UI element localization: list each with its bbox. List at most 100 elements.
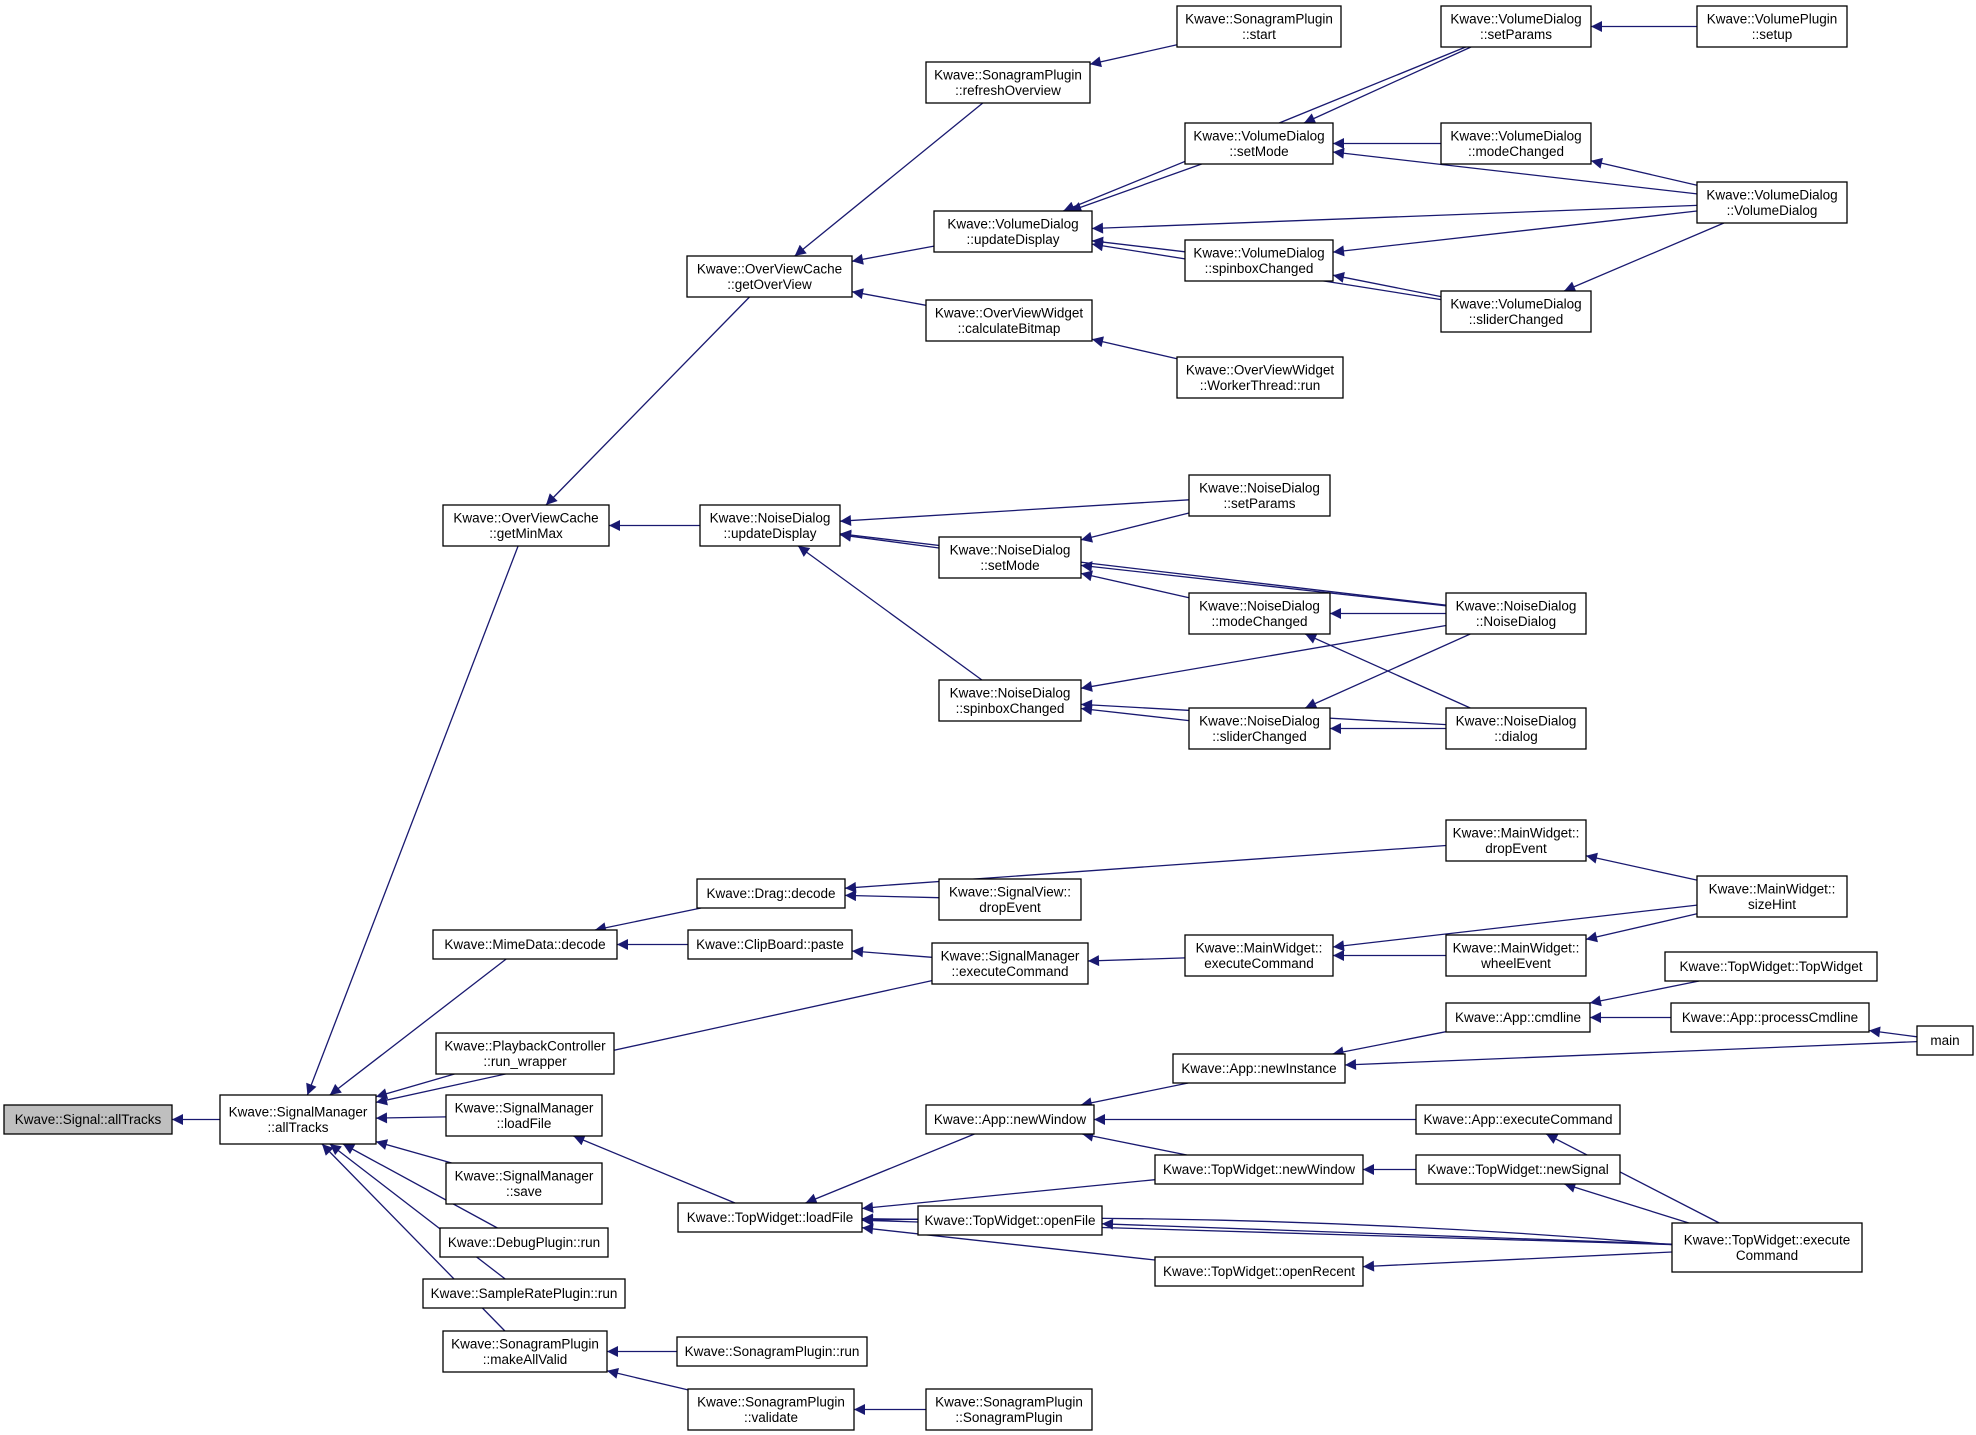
node-box <box>1154 1256 1364 1287</box>
node-label: ::spinboxChanged <box>956 701 1065 716</box>
node-vdCtor[interactable]: Kwave::VolumeDialog::VolumeDialog <box>1696 181 1848 224</box>
node-smExec[interactable]: Kwave::SignalManager::executeCommand <box>931 942 1089 985</box>
node-vpSetup[interactable]: Kwave::VolumePlugin::setup <box>1696 5 1848 48</box>
node-vdUpdate[interactable]: Kwave::VolumeDialog::updateDisplay <box>933 210 1093 253</box>
edge-ndSlider-to-ndSpinbox <box>1080 704 1190 722</box>
node-box <box>435 1032 615 1075</box>
node-spValidate[interactable]: Kwave::SonagramPlugin::validate <box>687 1388 855 1431</box>
node-vdSetMode[interactable]: Kwave::VolumeDialog::setMode <box>1184 122 1334 165</box>
node-spCtor[interactable]: Kwave::SonagramPlugin::SonagramPlugin <box>925 1388 1093 1431</box>
node-appNewInstance[interactable]: Kwave::App::newInstance <box>1172 1053 1346 1084</box>
edge-appCmdline-to-appNewInstance <box>1332 1031 1447 1058</box>
node-box <box>687 929 853 960</box>
node-label: Kwave::SignalManager <box>941 948 1080 963</box>
node-twExec[interactable]: Kwave::TopWidget::executeCommand <box>1671 1222 1863 1273</box>
node-makeAllValid[interactable]: Kwave::SonagramPlugin::makeAllValid <box>442 1330 608 1373</box>
edge-main-to-appProcCmd <box>1868 1026 1918 1038</box>
node-ndSetParams[interactable]: Kwave::NoiseDialog::setParams <box>1188 474 1331 517</box>
node-twOpenRecent[interactable]: Kwave::TopWidget::openRecent <box>1154 1256 1364 1287</box>
node-twNewWindow[interactable]: Kwave::TopWidget::newWindow <box>1154 1154 1364 1185</box>
node-allTracks[interactable]: Kwave::Signal::allTracks <box>3 1104 173 1135</box>
node-mwWheel[interactable]: Kwave::MainWidget::wheelEvent <box>1445 934 1587 977</box>
edge-mwDrop-to-dragDecode <box>844 844 1447 893</box>
node-mwExec[interactable]: Kwave::MainWidget::executeCommand <box>1184 934 1334 977</box>
node-box <box>677 1202 863 1233</box>
node-runWrapper[interactable]: Kwave::PlaybackController::run_wrapper <box>435 1032 615 1075</box>
edge-owWorker-to-owCalc <box>1091 336 1178 360</box>
node-appProcCmd[interactable]: Kwave::App::processCmdline <box>1670 1002 1870 1033</box>
node-getOverView[interactable]: Kwave::OverViewCache::getOverView <box>686 255 853 298</box>
node-main[interactable]: main <box>1916 1025 1974 1056</box>
node-box <box>696 878 846 909</box>
node-label: Kwave::OverViewWidget <box>935 305 1084 320</box>
edge-vdCtor-to-vdSlider <box>1563 222 1725 292</box>
node-label: ::NoiseDialog <box>1476 614 1556 629</box>
edge-mwSizeHint-to-mwDrop <box>1585 852 1698 881</box>
edge-getOverView-to-getMinMax <box>545 296 750 506</box>
node-debugRun[interactable]: Kwave::DebugPlugin::run <box>439 1227 609 1258</box>
edge-vdSetMode-to-vdUpdate <box>1070 163 1202 213</box>
node-owWorker[interactable]: Kwave::OverViewWidget::WorkerThread::run <box>1176 356 1344 399</box>
node-mwDrop[interactable]: Kwave::MainWidget::dropEvent <box>1445 819 1587 862</box>
node-vdModeChanged[interactable]: Kwave::VolumeDialog::modeChanged <box>1440 122 1592 165</box>
node-dragDecode[interactable]: Kwave::Drag::decode <box>696 878 846 909</box>
node-box <box>1445 1002 1591 1033</box>
node-twOpenFile[interactable]: Kwave::TopWidget::openFile <box>917 1205 1103 1236</box>
node-twLoadFile[interactable]: Kwave::TopWidget::loadFile <box>677 1202 863 1233</box>
node-mwSizeHint[interactable]: Kwave::MainWidget::sizeHint <box>1696 875 1848 918</box>
node-vdSetParams[interactable]: Kwave::VolumeDialog::setParams <box>1440 5 1592 48</box>
node-smLoadFile[interactable]: Kwave::SignalManager::loadFile <box>445 1094 603 1137</box>
node-box <box>439 1227 609 1258</box>
node-label: sizeHint <box>1748 897 1796 912</box>
node-twTopWidget[interactable]: Kwave::TopWidget::TopWidget <box>1664 951 1878 982</box>
node-box <box>917 1205 1103 1236</box>
node-smSave[interactable]: Kwave::SignalManager::save <box>445 1162 603 1205</box>
node-label: ::updateDisplay <box>723 526 816 541</box>
node-ndDialog[interactable]: Kwave::NoiseDialog::dialog <box>1445 707 1587 750</box>
node-box <box>933 210 1093 253</box>
node-vdSpinbox[interactable]: Kwave::VolumeDialog::spinboxChanged <box>1184 239 1334 282</box>
node-box <box>1415 1154 1621 1185</box>
edge-appNewWindow-to-twLoadFile <box>805 1133 975 1204</box>
edge-smSave-to-smAllTracks <box>375 1139 452 1164</box>
node-label: ::refreshOverview <box>955 83 1061 98</box>
node-label: executeCommand <box>1204 956 1314 971</box>
node-box <box>1188 592 1331 635</box>
node-appCmdline[interactable]: Kwave::App::cmdline <box>1445 1002 1591 1033</box>
node-spRun[interactable]: Kwave::SonagramPlugin::run <box>676 1336 868 1367</box>
node-ndSpinbox[interactable]: Kwave::NoiseDialog::spinboxChanged <box>938 679 1082 722</box>
node-twNewSignal[interactable]: Kwave::TopWidget::newSignal <box>1415 1154 1621 1185</box>
node-appNewWindow[interactable]: Kwave::App::newWindow <box>925 1104 1095 1135</box>
node-appExec[interactable]: Kwave::App::executeCommand <box>1415 1104 1621 1135</box>
node-label: Kwave::VolumePlugin <box>1707 11 1838 26</box>
node-getMinMax[interactable]: Kwave::OverViewCache::getMinMax <box>442 504 610 547</box>
node-svDrop[interactable]: Kwave::SignalView::dropEvent <box>938 878 1082 921</box>
edge-spStart-to-spRefresh <box>1089 44 1178 68</box>
node-label: Kwave::VolumeDialog <box>1706 187 1837 202</box>
edge-main-to-appNewInstance <box>1344 1040 1918 1071</box>
node-label: Kwave::NoiseDialog <box>1456 598 1577 613</box>
node-label: ::setParams <box>1480 27 1552 42</box>
node-label: ::modeChanged <box>1211 614 1307 629</box>
node-spStart[interactable]: Kwave::SonagramPlugin::start <box>1176 5 1342 48</box>
edge-vdCtor-to-vdSpinbox <box>1332 210 1698 257</box>
node-box <box>422 1278 626 1309</box>
node-cbPaste[interactable]: Kwave::ClipBoard::paste <box>687 929 853 960</box>
node-owCalc[interactable]: Kwave::OverViewWidget::calculateBitmap <box>925 299 1093 342</box>
node-mimeDecode[interactable]: Kwave::MimeData::decode <box>432 929 618 960</box>
node-ndCtor[interactable]: Kwave::NoiseDialog::NoiseDialog <box>1445 592 1587 635</box>
node-box <box>442 1330 608 1373</box>
node-ndUpdate[interactable]: Kwave::NoiseDialog::updateDisplay <box>699 504 841 547</box>
node-label: ::modeChanged <box>1468 144 1564 159</box>
node-spRefresh[interactable]: Kwave::SonagramPlugin::refreshOverview <box>925 61 1091 104</box>
node-label: Kwave::NoiseDialog <box>710 510 831 525</box>
edge-appNewInstance-to-appNewWindow <box>1080 1082 1189 1109</box>
node-label: Kwave::DebugPlugin::run <box>448 1235 600 1250</box>
node-ndSlider[interactable]: Kwave::NoiseDialog::sliderChanged <box>1188 707 1331 750</box>
node-ndModeChanged[interactable]: Kwave::NoiseDialog::modeChanged <box>1188 592 1331 635</box>
node-smAllTracks[interactable]: Kwave::SignalManager::allTracks <box>219 1094 377 1145</box>
node-ndSetMode[interactable]: Kwave::NoiseDialog::setMode <box>938 536 1082 579</box>
node-vdSlider[interactable]: Kwave::VolumeDialog::sliderChanged <box>1440 290 1592 333</box>
node-srRun[interactable]: Kwave::SampleRatePlugin::run <box>422 1278 626 1309</box>
node-label: Kwave::TopWidget::newSignal <box>1427 1162 1609 1177</box>
